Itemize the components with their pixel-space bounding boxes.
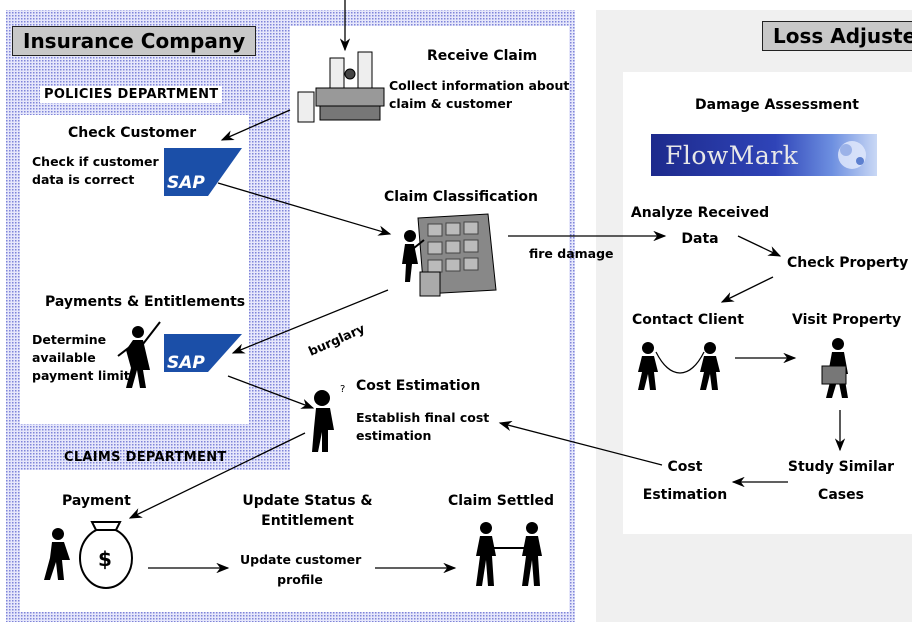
payments-desc-1: Determine	[32, 332, 107, 347]
update-status-title-1: Update Status &	[242, 493, 373, 509]
claim-settled-title: Claim Settled	[448, 493, 555, 509]
arrow-la-cost-to-cost	[498, 420, 663, 466]
policies-department-label: POLICIES DEPARTMENT	[40, 86, 223, 103]
loss-adjuster-title: Loss Adjuster	[762, 21, 912, 51]
payments-desc-2: available	[32, 350, 96, 365]
paperwork-desk-icon	[297, 51, 385, 123]
study-cases-title-1: Study Similar	[787, 459, 895, 475]
check-customer-desc-2: data is correct	[32, 172, 135, 187]
update-status-title-2: Entitlement	[261, 513, 354, 529]
la-cost-estimation-title-1: Cost	[667, 459, 703, 475]
insurance-company-title: Insurance Company	[12, 26, 257, 56]
thinking-figure-icon: ?	[312, 384, 345, 452]
arrow-check-to-classification	[217, 182, 392, 236]
payments-desc-3: payment limit	[32, 368, 130, 383]
claims-department-label: CLAIMS DEPARTMENT	[64, 450, 227, 465]
update-status-desc-2: profile	[277, 572, 323, 587]
traveler-figure-icon	[821, 338, 848, 398]
check-customer-title: Check Customer	[68, 125, 197, 141]
clerk-figure-icon	[402, 230, 425, 282]
fire-damage-label: fire damage	[529, 246, 614, 261]
arrow-payments-to-cost	[227, 375, 315, 409]
study-cases-title-2: Cases	[818, 487, 864, 503]
check-customer-desc-1: Check if customer	[32, 154, 159, 169]
sap-logo-icon-2: SAP	[164, 334, 242, 373]
damage-assessment-title: Damage Assessment	[695, 97, 859, 113]
sap-logo-icon: SAP	[164, 148, 242, 196]
question-mark-icon: ?	[340, 384, 345, 395]
arrow-check-property-to-contact	[720, 276, 774, 303]
la-cost-estimation-title-2: Estimation	[642, 487, 728, 503]
payment-title: Payment	[62, 493, 131, 509]
phone-call-icon	[638, 342, 720, 390]
flowmark-logo-text: FlowMark	[665, 141, 799, 170]
sap-logo-text: SAP	[167, 173, 205, 193]
worker-figure-icon	[117, 321, 161, 388]
cost-estimation-desc-2: estimation	[356, 428, 432, 443]
arrow-cost-to-payment	[128, 432, 306, 519]
update-status-desc-1: Update customer	[240, 552, 362, 567]
arrow-analyze-to-check-property	[737, 235, 782, 257]
sap-logo-text-2: SAP	[167, 353, 205, 373]
visit-property-title: Visit Property	[792, 312, 902, 328]
dollar-sign-icon: $	[98, 547, 112, 571]
cost-estimation-desc-1: Establish final cost	[356, 410, 490, 425]
payments-entitlements-title: Payments & Entitlements	[45, 294, 246, 310]
receive-claim-title: Receive Claim	[427, 48, 538, 64]
filing-cabinet-icon	[417, 213, 497, 297]
analyze-data-title-2: Data	[681, 231, 719, 247]
analyze-data-title-1: Analyze Received	[630, 205, 770, 221]
money-bag-icon: $	[44, 521, 133, 589]
contact-client-title: Contact Client	[632, 312, 744, 328]
handshake-icon	[476, 522, 542, 586]
receive-claim-desc-1: Collect information about	[389, 78, 570, 93]
arrow-receive-to-check	[220, 109, 291, 141]
cost-estimation-title: Cost Estimation	[356, 378, 481, 394]
check-property-title: Check Property	[787, 255, 909, 271]
receive-claim-desc-2: claim & customer	[389, 96, 513, 111]
claim-classification-title: Claim Classification	[384, 189, 538, 205]
arrow-burglary	[231, 289, 389, 354]
flowmark-graphic-icon	[838, 141, 866, 169]
